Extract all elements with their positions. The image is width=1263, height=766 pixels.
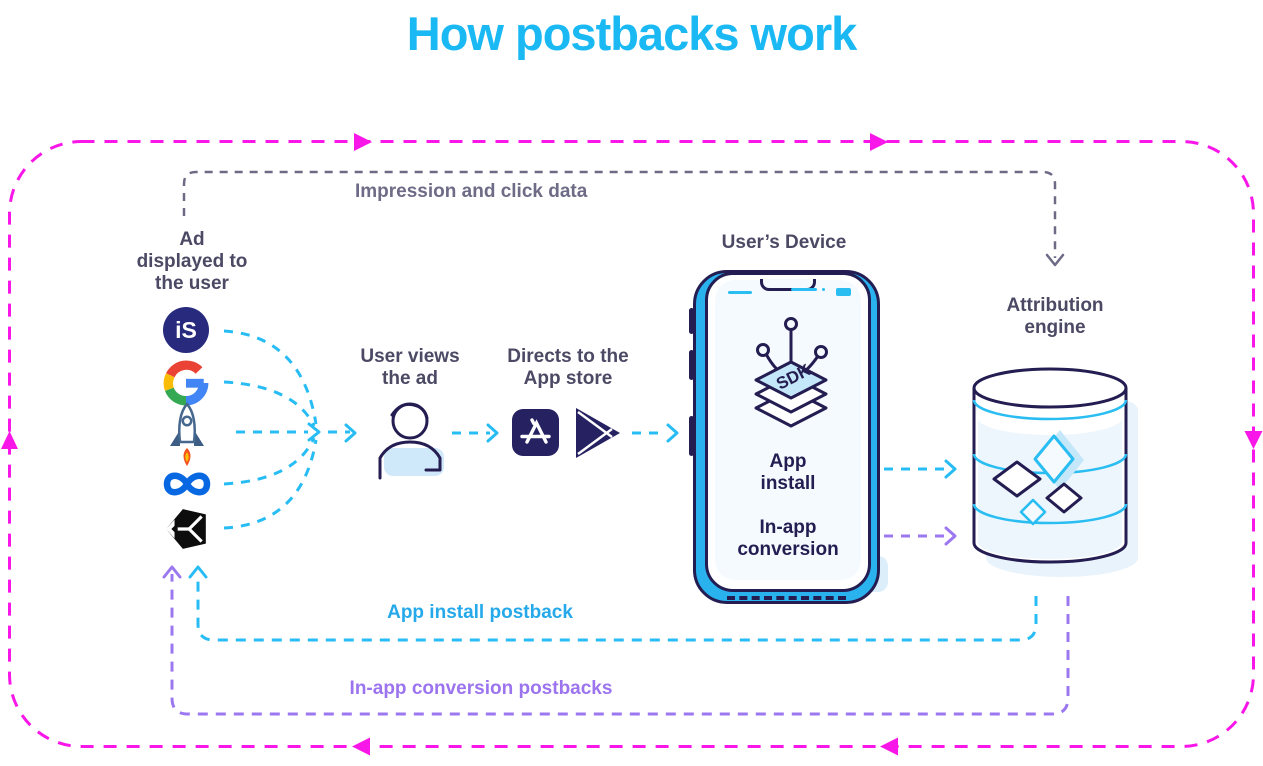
google-play-icon [576,408,620,458]
unity-connector [223,439,318,530]
loop-arrow-top-2 [870,133,888,151]
attribution-engine-label: Attribution engine [1006,295,1104,338]
app-install-text: App install [760,451,816,494]
ad-displayed-label: Ad displayed to the user [136,229,248,294]
rocket-icon [170,402,204,466]
ironsource-connector [223,329,318,425]
user-icon [378,402,444,480]
status-bar-dash [728,291,752,294]
in-app-postbacks-label: In-app conversion postbacks [349,678,613,699]
ironsource-icon: iS [163,307,209,353]
impression-click-label: Impression and click data [355,181,588,202]
phone-to-engine-conversion [884,526,957,546]
attribution-engine-db [972,367,1138,577]
loop-arrow-left-up [1,431,18,449]
loop-arrow-right-down [1244,431,1263,449]
app-store-icon [512,409,559,456]
users-device-label: User’s Device [721,232,847,253]
status-bar-dash [791,288,817,291]
battery-icon [836,288,851,296]
page-title: How postbacks work [406,7,858,60]
forward-flow-lines [223,329,957,530]
sdk-icon: SDK [754,317,828,428]
loop-arrow-bottom-1 [880,737,898,756]
loop-arrow-top-1 [354,133,372,151]
in-app-conversion-text: In-app conversion [737,517,839,560]
in-app-postback-line [162,565,1070,716]
directs-label: Directs to the App store [507,346,629,389]
outer-loop-border [1,133,1263,756]
google-icon [163,360,209,406]
app-install-postback-line [188,565,1038,642]
db-diamonds [992,430,1084,526]
impression-click-line [182,170,1065,267]
phone-button [689,350,694,380]
impression-arrowhead [1045,253,1065,267]
phone-button [689,416,694,456]
status-bar-dot [822,288,825,291]
unity-icon [166,509,206,549]
loop-arrow-bottom-2 [352,737,370,756]
meta-icon [163,472,211,496]
google-connector [223,380,316,427]
app-install-postback-label: App install postback [387,602,573,623]
phone-face: SDK App install In-app conversion [705,272,871,592]
phone-speaker-dashes [727,596,846,600]
user-views-label: User views the ad [360,346,460,389]
meta-connector [223,437,316,486]
users-device-phone: SDK App install In-app conversion [689,270,880,604]
phone-button [689,308,694,334]
